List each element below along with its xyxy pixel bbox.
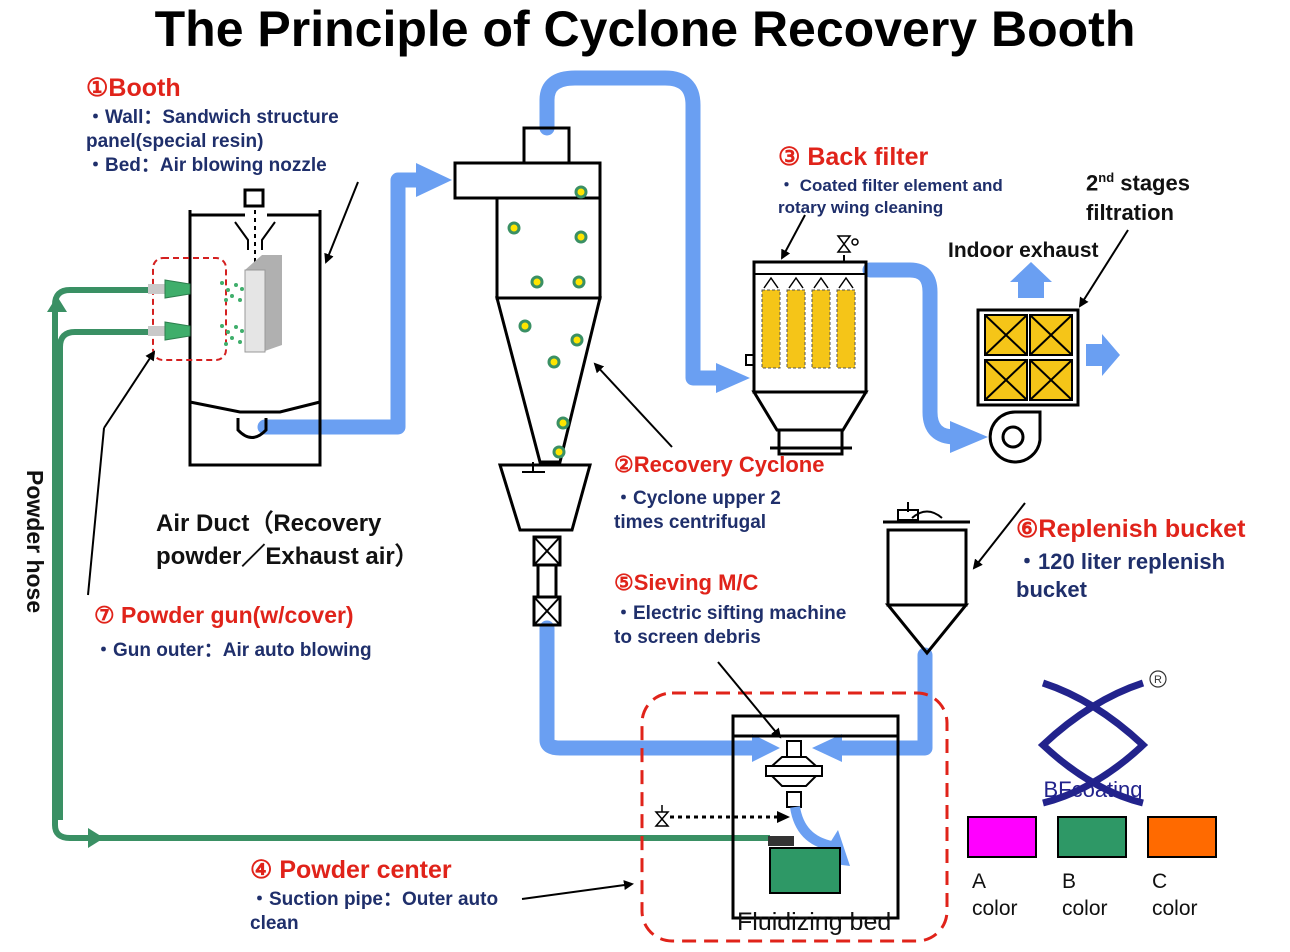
- filtration-number: 2: [1086, 170, 1099, 196]
- sieving-desc-line1: ・Electric sifting machine: [614, 603, 847, 624]
- filter-valve-icon: [836, 235, 859, 253]
- filtration-label-line2: filtration: [1086, 200, 1174, 225]
- sieving-machine: [765, 740, 823, 808]
- replenish-desc-line1: ・120 liter replenish: [1016, 549, 1226, 574]
- sieve-area-outline: [640, 691, 949, 943]
- powder-spray: [220, 281, 244, 346]
- powder-center-desc-line2: clean: [250, 913, 299, 934]
- filtration-ordinal: nd: [1098, 170, 1115, 185]
- back-filter-desc-line1: ・ Coated filter element and: [778, 176, 1003, 195]
- powder-gun-label: ⑦ Powder gun(w/cover): [94, 602, 354, 628]
- filtration-label-line1: 2nd stages: [1086, 170, 1190, 196]
- replenish-desc-line2: bucket: [1016, 577, 1087, 602]
- legend-swatch-b: [1057, 816, 1127, 858]
- hose-return-arrowhead: [88, 828, 104, 848]
- legend-c-word: color: [1152, 897, 1198, 920]
- fluidizing-bed-label: Fluidizing bed: [737, 908, 892, 936]
- cyclone-particles: [507, 185, 588, 459]
- powder-hose-lines: [52, 287, 770, 841]
- back-filter-unit: [745, 255, 869, 456]
- replenish-bucket: [883, 502, 970, 656]
- filter-nozzles: [763, 276, 854, 289]
- powder-center-desc-line1: ・Suction pipe：Outer auto: [250, 889, 499, 910]
- indoor-exhaust-label: Indoor exhaust: [948, 239, 1099, 262]
- filtration-stages: stages: [1114, 170, 1190, 196]
- booth-desc-line3: ・Bed：Air blowing nozzle: [86, 155, 327, 176]
- color-legend: [967, 816, 1217, 858]
- booth-desc-line2: panel(special resin): [86, 131, 264, 152]
- sieving-desc-line2: to screen debris: [614, 627, 761, 648]
- recovery-cyclone: [453, 126, 602, 627]
- powder-gun-desc-line1: ・Gun outer：Air auto blowing: [94, 640, 372, 661]
- sieve-outflow-arrow: [790, 806, 834, 851]
- recovery-cyclone-label: ②Recovery Cyclone: [614, 452, 825, 477]
- legend-swatch-a: [967, 816, 1037, 858]
- air-flow-arrowheads: [416, 163, 1120, 762]
- legend-c-letter: C: [1152, 870, 1168, 893]
- powder-hose-label: Powder hose: [22, 470, 48, 614]
- legend-a-letter: A: [972, 870, 987, 893]
- page-title: The Principle of Cyclone Recovery Booth: [154, 1, 1136, 57]
- back-filter-label: ③ Back filter: [778, 143, 929, 171]
- bfcoating-logo-mark: [1037, 679, 1149, 807]
- sieving-label: ⑤Sieving M/C: [614, 570, 759, 595]
- booth-desc-line1: ・Wall：Sandwich structure: [86, 107, 339, 128]
- registered-mark: [1149, 670, 1167, 688]
- recovery-cyclone-desc-line1: ・Cyclone upper 2: [614, 488, 781, 509]
- second-stage-filter-box: [976, 308, 1080, 407]
- replenish-bucket-label: ⑥Replenish bucket: [1016, 515, 1246, 543]
- recovery-cyclone-desc-line2: times centrifugal: [614, 512, 767, 533]
- legend-b-letter: B: [1062, 870, 1077, 893]
- booth-workpiece: [244, 269, 266, 353]
- exhaust-fan: [988, 410, 1042, 464]
- fluidizing-air-line: [654, 805, 790, 827]
- air-duct-label-line2: powder／Exhaust air）: [156, 543, 419, 570]
- air-duct-label-line1: Air Duct（Recovery: [156, 510, 382, 537]
- legend-swatch-c: [1147, 816, 1217, 858]
- fluidizing-bed-cabinet: [731, 714, 900, 920]
- booth-label: ①Booth: [86, 74, 181, 102]
- powder-tank: [769, 847, 841, 894]
- filter-elements: [761, 289, 856, 369]
- registered-mark-letter: R: [1154, 674, 1162, 686]
- legend-b-word: color: [1062, 897, 1108, 920]
- hose-up-arrowhead: [47, 296, 67, 312]
- powder-tank-pump: [768, 836, 794, 846]
- gun-cover-outline: [152, 257, 227, 361]
- air-duct-lines: [257, 70, 963, 756]
- back-filter-desc-line2: rotary wing cleaning: [778, 198, 944, 217]
- powder-guns: [148, 279, 191, 341]
- logo-text: BFcoating: [1043, 777, 1142, 802]
- booth-illustration: [188, 188, 322, 467]
- leader-lines: [87, 181, 1129, 900]
- legend-a-word: color: [972, 897, 1018, 920]
- powder-center-label: ④ Powder center: [250, 856, 452, 884]
